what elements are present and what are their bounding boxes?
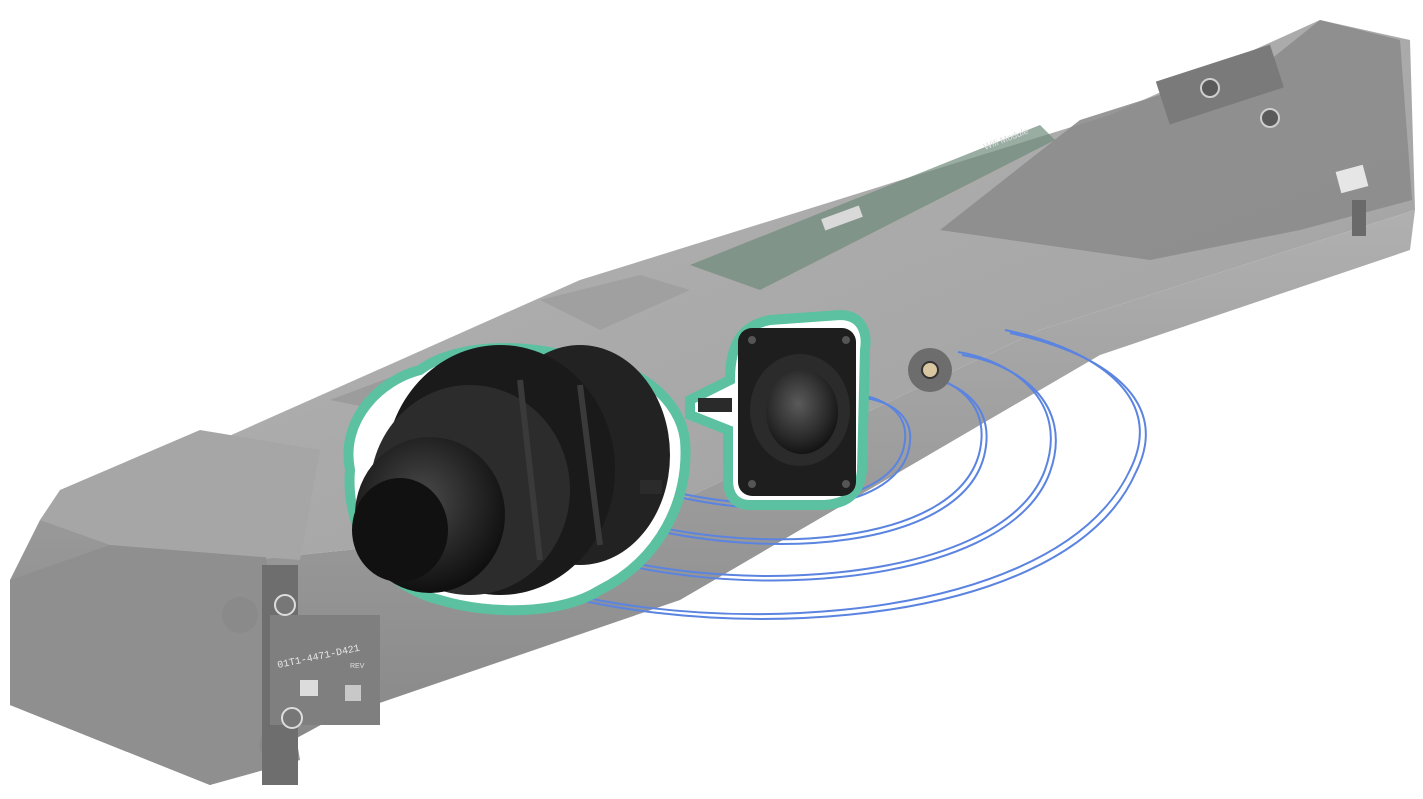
right-end-connector: [1335, 164, 1369, 194]
screw-hole-icon: [1260, 108, 1280, 128]
screw-hole-icon: [1200, 78, 1220, 98]
wire: [499, 332, 1147, 620]
housing-foot: [222, 597, 258, 633]
screw-hole-icon: [748, 480, 756, 488]
tweeter-dome: [766, 370, 838, 454]
connector-icon: [821, 205, 863, 231]
screw-hole-icon: [748, 336, 756, 344]
wire: [559, 354, 1057, 582]
housing-right-raised: [940, 20, 1412, 260]
tweeter-terminal: [698, 398, 732, 412]
housing-left-end-top: [40, 430, 320, 560]
midrange-driver: [343, 343, 691, 616]
right-end-bracket: [1352, 200, 1366, 236]
pcb-board: [690, 125, 1055, 290]
screw-hole-icon: [274, 594, 296, 616]
screw-hole-icon: [281, 707, 303, 729]
speaker-wires: [494, 329, 1147, 620]
end-label-plate: 01T1-4471-D421 REV: [262, 565, 380, 785]
housing-ridge-2: [540, 275, 690, 330]
connector-icon: [300, 680, 318, 696]
mount-sockets: [908, 348, 952, 392]
wire: [614, 377, 988, 545]
end-pcb: [270, 615, 380, 725]
rev-label: REV: [350, 663, 365, 670]
mount-socket-core: [921, 361, 939, 379]
tweeter-driver: [685, 309, 871, 510]
driver-rib: [517, 379, 543, 561]
driver-dustcap: [352, 478, 448, 582]
driver-terminal: [640, 480, 662, 494]
connector-icon: [345, 685, 361, 701]
wire: [609, 374, 983, 541]
screw-hole-icon: [842, 480, 850, 488]
screw-hole-icon: [842, 336, 850, 344]
driver-rib: [577, 384, 603, 546]
housing-left-end-block: [10, 520, 300, 785]
top-plate: [1155, 44, 1284, 125]
